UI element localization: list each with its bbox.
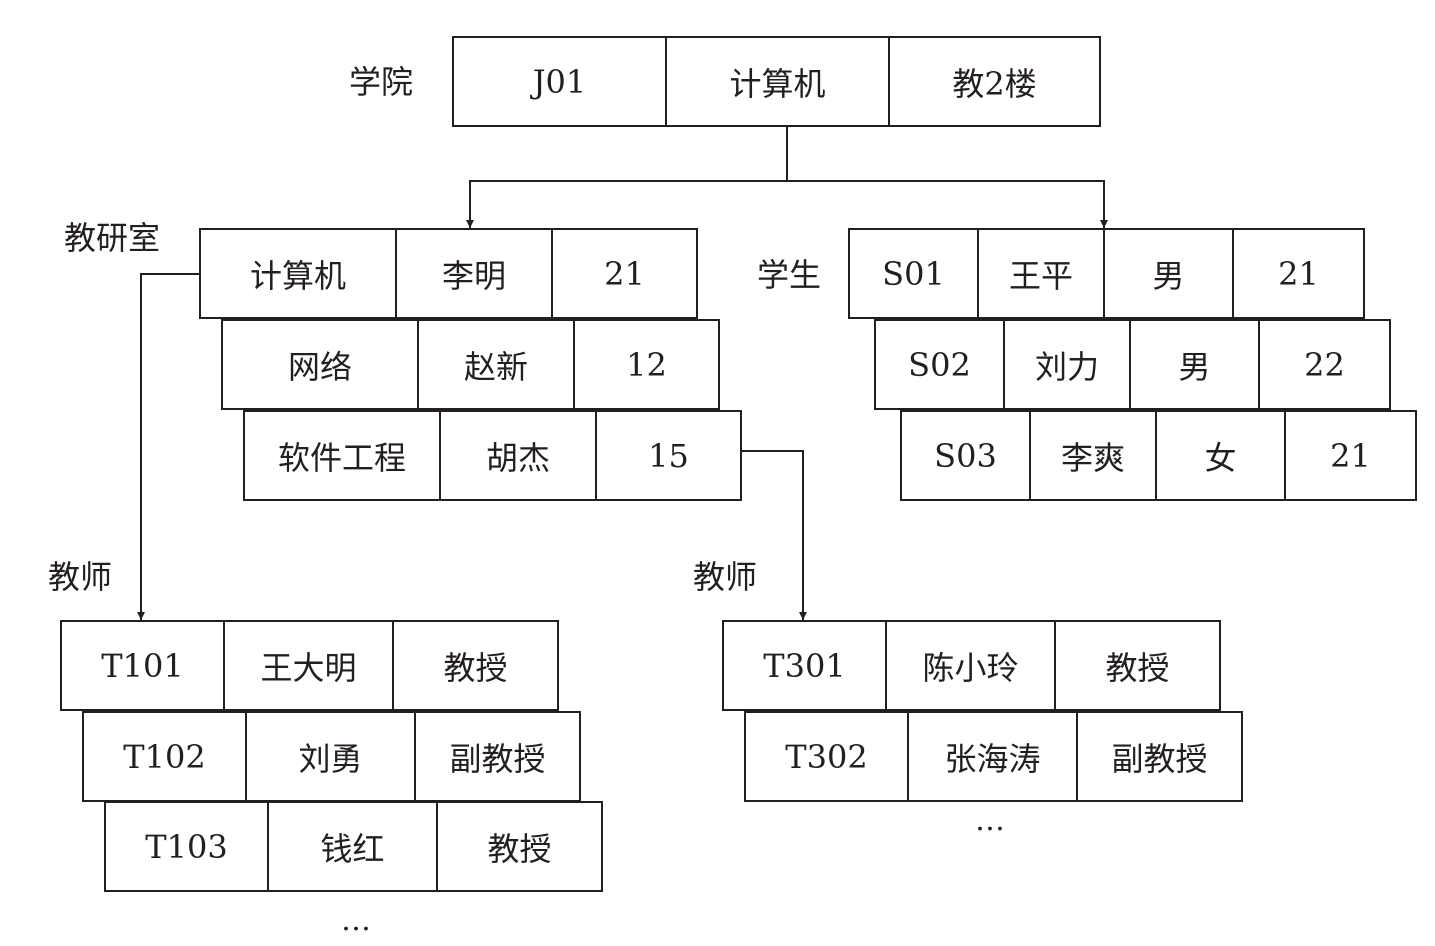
teacher-name-cell: 王大明: [223, 622, 392, 709]
teacher-id-cell: T103: [145, 827, 228, 866]
teacher-title-cell: 教授: [1054, 622, 1219, 709]
college-to-student-arrow: [787, 180, 1108, 228]
college-record: J01 计算机 教2楼: [452, 36, 1101, 127]
department-record-1: 计算机 李明 21: [199, 228, 698, 319]
teacher-right-label: 教师: [693, 558, 758, 596]
teacher-right-record-2: T302 张海涛 副教授: [744, 711, 1243, 802]
teacher-right-record-1: T301 陈小玲 教授: [722, 620, 1221, 711]
teacher-id-cell: T101: [101, 646, 184, 685]
student-gender-cell: 女: [1155, 412, 1284, 499]
student-name-cell: 李爽: [1029, 412, 1155, 499]
department-count-cell: 21: [551, 230, 696, 317]
student-name-cell: 刘力: [1003, 321, 1129, 408]
department-name-cell: 软件工程: [277, 438, 406, 477]
teacher-title-cell: 教授: [392, 622, 557, 709]
teacher-left-label: 教师: [48, 558, 113, 596]
college-to-department-arrow: [466, 127, 788, 228]
student-age-cell: 22: [1258, 321, 1389, 408]
department-count-cell: 12: [573, 321, 718, 408]
college-id-cell: J01: [532, 62, 587, 101]
department-to-teacher-right-arrow: [738, 450, 807, 620]
teacher-id-cell: T102: [123, 737, 206, 776]
teacher-id-cell: T301: [763, 646, 846, 685]
teacher-left-more: …: [341, 903, 371, 938]
teacher-left-record-2: T102 刘勇 副教授: [82, 711, 581, 802]
college-building-cell: 教2楼: [888, 38, 1099, 125]
department-head-cell: 赵新: [417, 321, 573, 408]
department-head-cell: 胡杰: [439, 412, 595, 499]
student-age-cell: 21: [1232, 230, 1363, 317]
teacher-right-more: …: [975, 803, 1005, 838]
department-count-cell: 15: [595, 412, 740, 499]
student-gender-cell: 男: [1103, 230, 1232, 317]
teacher-title-cell: 教授: [436, 803, 601, 890]
teacher-id-cell: T302: [785, 737, 868, 776]
college-name-cell: 计算机: [665, 38, 888, 125]
department-record-3: 软件工程 胡杰 15: [243, 410, 742, 501]
teacher-left-record-1: T101 王大明 教授: [60, 620, 559, 711]
student-name-cell: 王平: [977, 230, 1103, 317]
department-to-teacher-left-arrow: [137, 273, 200, 620]
department-name-cell: 计算机: [249, 256, 346, 295]
student-gender-cell: 男: [1129, 321, 1258, 408]
teacher-name-cell: 钱红: [267, 803, 436, 890]
teacher-name-cell: 陈小玲: [885, 622, 1054, 709]
student-record-2: S02 刘力 男 22: [874, 319, 1391, 410]
student-id-cell: S03: [934, 436, 997, 475]
teacher-title-cell: 副教授: [1076, 713, 1241, 800]
teacher-title-cell: 副教授: [414, 713, 579, 800]
teacher-name-cell: 张海涛: [907, 713, 1076, 800]
student-age-cell: 21: [1284, 412, 1415, 499]
student-label: 学生: [757, 256, 822, 294]
student-id-cell: S02: [908, 345, 971, 384]
department-record-2: 网络 赵新 12: [221, 319, 720, 410]
teacher-name-cell: 刘勇: [245, 713, 414, 800]
student-record-3: S03 李爽 女 21: [900, 410, 1417, 501]
department-label: 教研室: [64, 219, 161, 257]
student-record-1: S01 王平 男 21: [848, 228, 1365, 319]
college-label: 学院: [349, 63, 414, 101]
department-name-cell: 网络: [287, 347, 352, 386]
department-head-cell: 李明: [395, 230, 551, 317]
student-id-cell: S01: [882, 254, 945, 293]
teacher-left-record-3: T103 钱红 教授: [104, 801, 603, 892]
